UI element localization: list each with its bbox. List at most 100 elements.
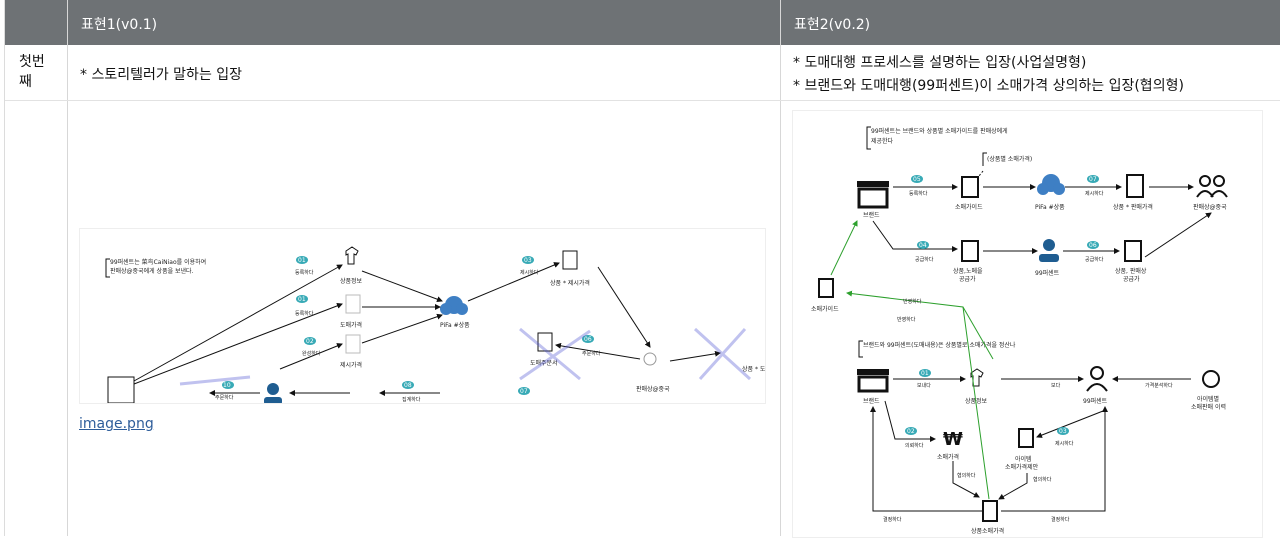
order-label: 도매주문서 xyxy=(530,359,558,367)
svg-text:상품 * 판매가격: 상품 * 판매가격 xyxy=(1113,203,1153,211)
won-icon: ₩ 소매가격 xyxy=(937,429,963,461)
svg-text:06: 06 xyxy=(1089,242,1097,249)
brand-store-icon: 브랜드 xyxy=(857,181,889,219)
note-line-2: 판매상@중국에게 상품을 보낸다. xyxy=(110,267,194,275)
svg-text:등록하다: 등록하다 xyxy=(295,310,314,317)
guide-doc: 소매가이드 xyxy=(955,176,983,211)
step-badges-2: 05 등록하다 07 제시하다 04 공급하다 06 공급하다 01 보내다 0… xyxy=(883,175,1173,523)
svg-text:99퍼센트는 브랜드와 상품별 소매가이드를 판매상에게: 99퍼센트는 브랜드와 상품별 소매가이드를 판매상에게 xyxy=(871,127,1008,135)
svg-text:협의하다: 협의하다 xyxy=(1033,476,1052,483)
plan-doc: 아이템 소매가격제안 xyxy=(1005,428,1039,471)
svg-text:01: 01 xyxy=(298,257,306,264)
svg-text:반영하다: 반영하다 xyxy=(897,316,916,323)
scribble-marks xyxy=(179,327,752,386)
svg-text:04: 04 xyxy=(919,242,927,249)
svg-text:반영하다: 반영하다 xyxy=(903,298,922,305)
row1-col2-text-1: * 도매대행 프로세스를 설명하는 입장(사업설명형) xyxy=(793,55,1087,71)
diagram-image-1[interactable]: 99퍼센트는 菜鸟CaiNiao를 이용하여 판매상@중국에게 상품을 보낸다.… xyxy=(79,228,766,404)
retail-label: 제시가격 xyxy=(340,361,362,369)
svg-text:제시하다: 제시하다 xyxy=(1085,190,1104,197)
offer-label: 상품 * 제시가격 xyxy=(550,279,590,287)
row-divider xyxy=(5,100,1280,101)
seller-node: 판매상@중국 xyxy=(636,352,670,393)
svg-text:가격분석하다: 가격분석하다 xyxy=(1145,382,1173,389)
seller2-node: 상품 * 도 xyxy=(742,365,765,373)
svg-text:₩: ₩ xyxy=(943,429,963,450)
col-divider xyxy=(67,0,68,536)
brand-node xyxy=(107,376,135,403)
image-link[interactable]: image.png xyxy=(79,416,154,432)
svg-text:99퍼센트: 99퍼센트 xyxy=(1083,397,1108,405)
svg-text:결정하다: 결정하다 xyxy=(883,516,902,523)
svg-text:제시하다: 제시하다 xyxy=(520,269,539,276)
svg-text:02: 02 xyxy=(306,338,314,345)
svg-text:소매가이드: 소매가이드 xyxy=(811,305,839,313)
svg-text:상품정보: 상품정보 xyxy=(965,397,988,405)
svg-text:02: 02 xyxy=(907,428,915,435)
flow-lines-2 xyxy=(870,184,1212,512)
svg-text:01: 01 xyxy=(921,370,929,377)
svg-text:08: 08 xyxy=(404,382,412,389)
svg-text:제공한다: 제공한다 xyxy=(871,137,894,145)
svg-text:PiFa #상품: PiFa #상품 xyxy=(1035,203,1065,211)
order-node: 도매주문서 xyxy=(530,332,558,367)
svg-text:판매상@중국: 판매상@중국 xyxy=(1193,203,1227,211)
table-header: 표현1(v0.1) 표현2(v0.2) xyxy=(5,0,1280,45)
note-price: (상품별 소매가격) xyxy=(974,152,1032,182)
svg-text:아이템: 아이템 xyxy=(1015,455,1032,463)
svg-text:공급하다: 공급하다 xyxy=(1085,256,1104,263)
price-label: 도매가격 xyxy=(340,321,362,329)
header-col1: 표현1(v0.1) xyxy=(81,17,158,33)
feat-doc: 상품,노메을 공급가 xyxy=(953,240,983,283)
svg-text:주문하다: 주문하다 xyxy=(215,394,234,401)
note-line-1: 99퍼센트는 菜鸟CaiNiao를 이용하여 xyxy=(110,258,206,266)
seller2-label: 상품 * 도 xyxy=(742,365,765,373)
diagram-image-2[interactable]: 99퍼센트는 브랜드와 상품별 소매가이드를 판매상에게 제공한다 (상품별 소… xyxy=(792,110,1263,538)
svg-text:브랜드: 브랜드 xyxy=(863,397,880,405)
svg-text:(상품별 소매가격): (상품별 소매가격) xyxy=(987,155,1032,163)
svg-text:06: 06 xyxy=(584,336,592,343)
svg-text:아이템별: 아이템별 xyxy=(1197,395,1219,403)
svg-text:주문하다: 주문하다 xyxy=(582,350,601,357)
svg-text:03: 03 xyxy=(1059,428,1067,435)
pifa-label: PiFa #상품 xyxy=(440,321,470,329)
note-mid: 브랜드와 99퍼센트(도매내용)은 상품별로 소매가격을 정산나 xyxy=(858,340,1016,358)
info-shirt: 상품정보 xyxy=(965,368,988,405)
retail-doc-node: 제시가격 xyxy=(340,334,362,369)
svg-text:05: 05 xyxy=(913,176,921,183)
brand2-store-icon: 브랜드 xyxy=(857,369,889,405)
svg-text:소매가이드: 소매가이드 xyxy=(955,203,983,211)
step-badges: 01 등록하다 01 등록하다 02 완성하다 03 제시하다 06 주문하다 … xyxy=(215,256,601,403)
note-box: 99퍼센트는 菜鸟CaiNiao를 이용하여 판매상@중국에게 상품을 보낸다. xyxy=(105,258,206,278)
header-col2: 표현2(v0.2) xyxy=(794,17,871,33)
svg-text:완성하다: 완성하다 xyxy=(302,350,321,357)
offer-node: 상품 * 제시가격 xyxy=(550,250,590,287)
svg-text:의뢰하다: 의뢰하다 xyxy=(905,442,924,449)
col-divider xyxy=(780,0,781,536)
svg-text:01: 01 xyxy=(298,296,306,303)
svg-text:상품,노메을: 상품,노메을 xyxy=(953,267,983,275)
product-node: 상품정보 xyxy=(340,246,363,285)
svg-text:공급가: 공급가 xyxy=(1123,275,1140,283)
svg-text:소매가격: 소매가격 xyxy=(937,453,959,461)
person-node xyxy=(264,383,282,403)
diagram-2-svg: 99퍼센트는 브랜드와 상품별 소매가이드를 판매상에게 제공한다 (상품별 소… xyxy=(811,126,1228,535)
pifa-cloud: PiFa #상품 xyxy=(1035,174,1065,211)
svg-text:브랜드와 99퍼센트(도매내용)은 상품별로 소매가격을 정: 브랜드와 99퍼센트(도매내용)은 상품별로 소매가격을 정산나 xyxy=(863,341,1016,349)
p99b-person: 99퍼센트 xyxy=(1083,366,1108,405)
svg-text:10: 10 xyxy=(223,382,231,389)
svg-text:협의하다: 협의하다 xyxy=(957,472,976,479)
green-flow-lines xyxy=(830,220,994,500)
product-label: 상품정보 xyxy=(340,277,363,285)
svg-text:07: 07 xyxy=(520,388,528,395)
svg-text:소매판매 이력: 소매판매 이력 xyxy=(1191,403,1226,411)
offer-board: 상품 * 판매가격 xyxy=(1113,174,1153,211)
feat2-doc: 상품, 판매상 공급가 xyxy=(1115,240,1147,283)
price-doc-node: 도매가격 xyxy=(340,294,362,329)
row1-col2-text-2: * 브랜드와 도매대행(99퍼센트)이 소매가격 상의하는 입장(협의형) xyxy=(793,78,1184,94)
svg-text:브랜드: 브랜드 xyxy=(863,211,880,219)
svg-text:등록하다: 등록하다 xyxy=(295,269,314,276)
svg-text:상품, 판매상: 상품, 판매상 xyxy=(1115,267,1147,275)
note-top: 99퍼센트는 브랜드와 상품별 소매가이드를 판매상에게 제공한다 xyxy=(866,126,1008,150)
final-board: 상품소매가격 xyxy=(971,500,1004,535)
